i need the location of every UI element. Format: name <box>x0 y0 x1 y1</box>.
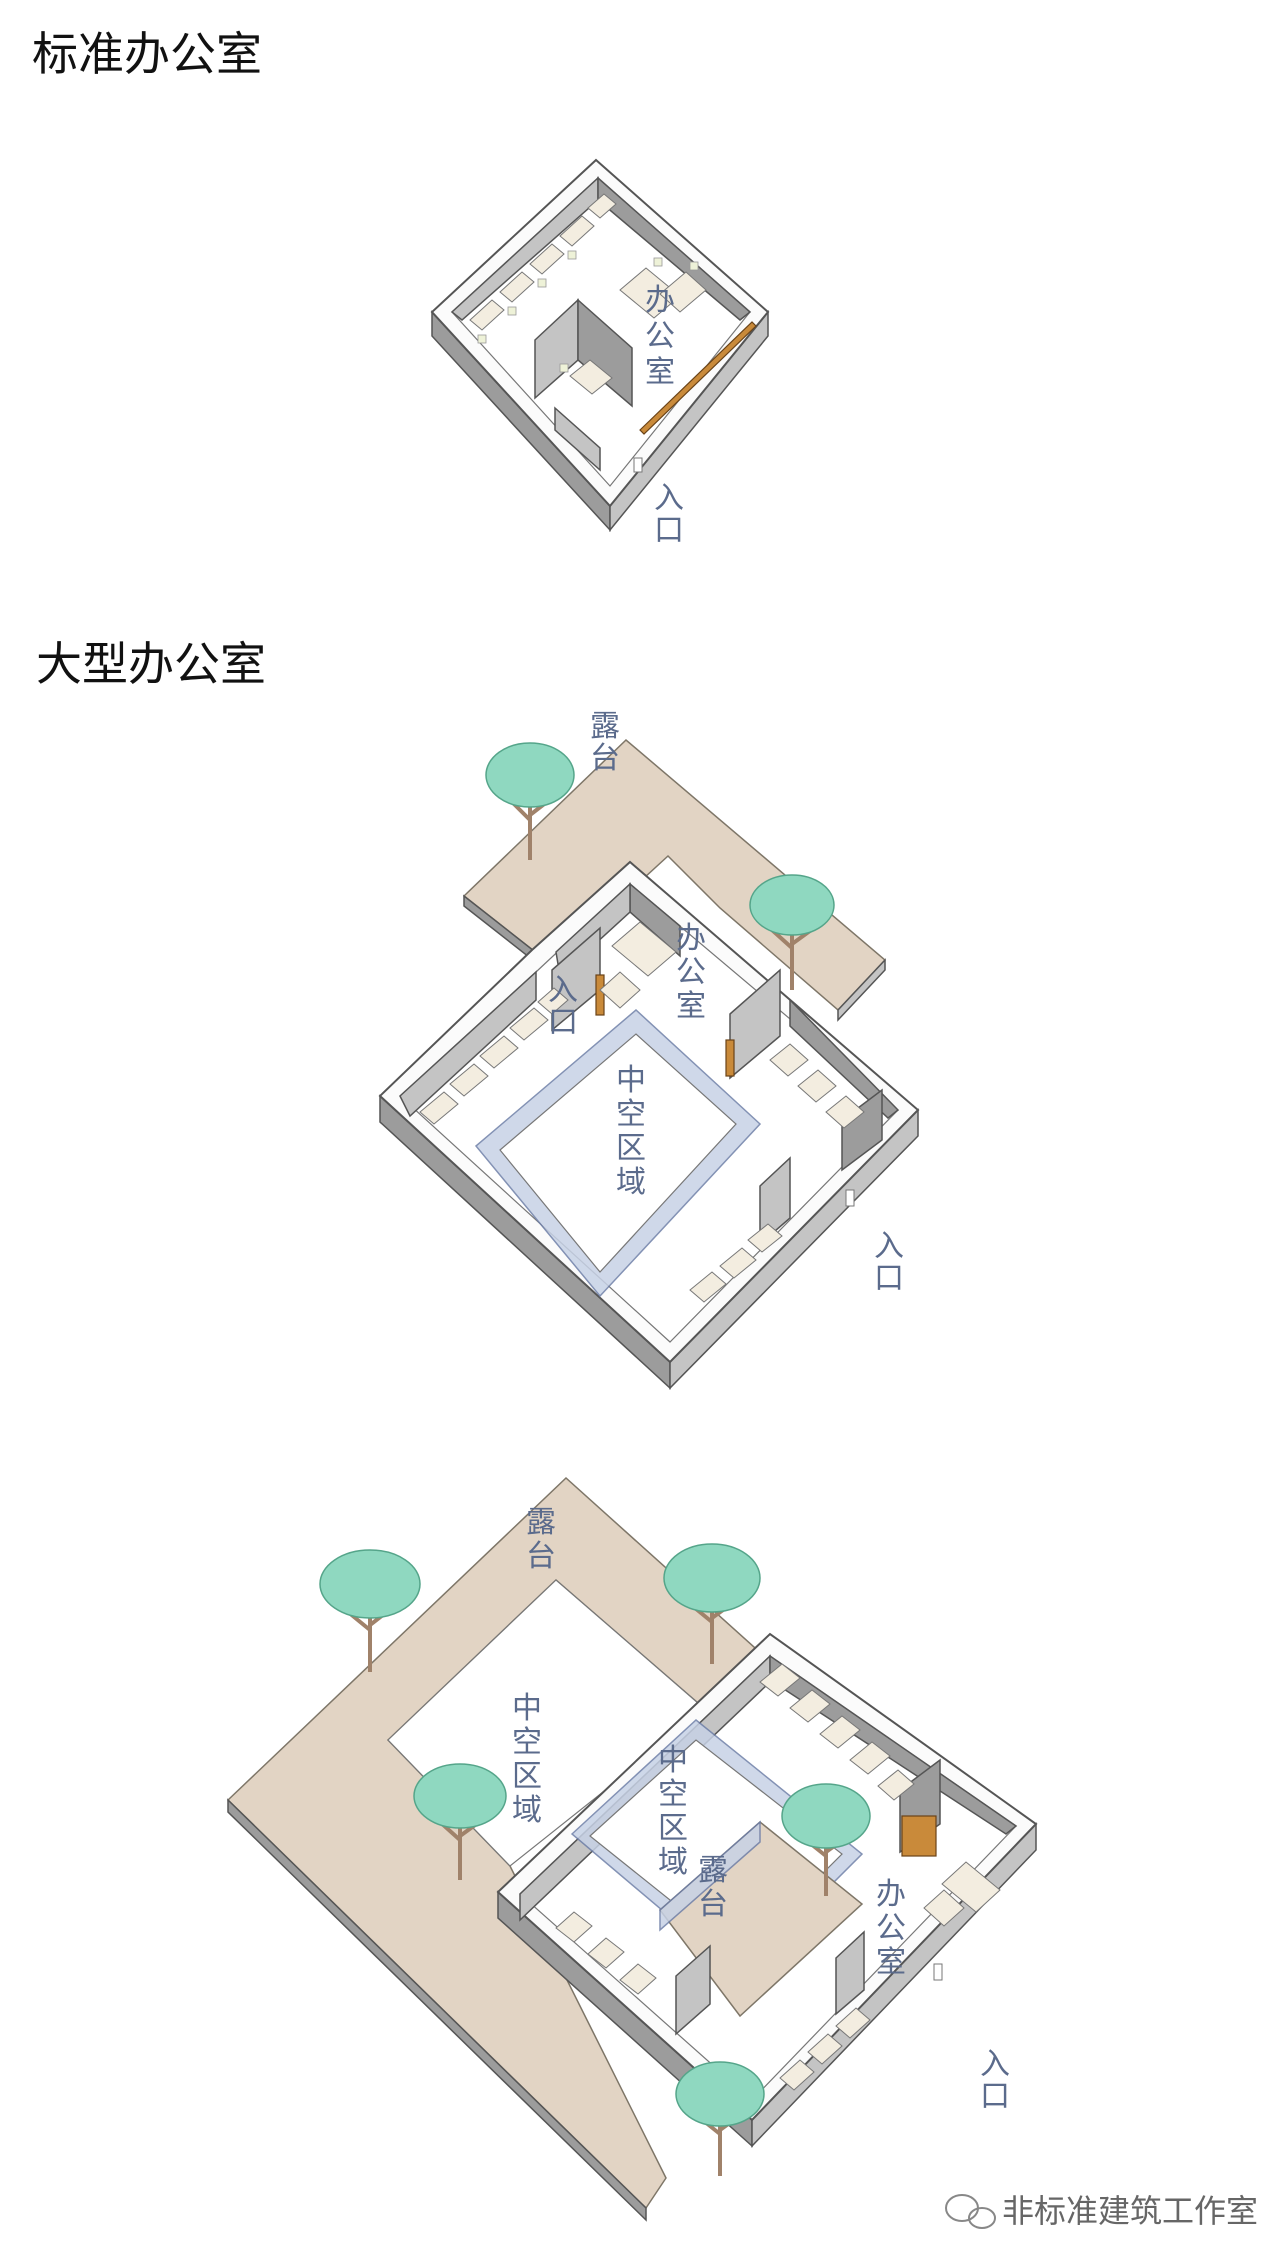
large2-terrace-inner-label-1: 露 <box>698 1853 728 1888</box>
large2-terrace-main-label-2: 台 <box>526 1539 556 1574</box>
large-entrance-inner-label-2: 口 <box>548 1005 578 1040</box>
large2-void-left-label-1: 中 <box>512 1691 542 1726</box>
large-office-label-3: 室 <box>676 989 706 1024</box>
std-entrance-label-2: 口 <box>654 513 684 548</box>
large-void-label-2: 空 <box>616 1097 646 1132</box>
large-office-label-1: 办 <box>676 921 706 956</box>
large2-terrace-inner-label-2: 台 <box>698 1887 728 1922</box>
wechat-icon <box>945 2194 996 2229</box>
std-office-label-3: 室 <box>645 355 675 390</box>
large-void-floor <box>499 1033 737 1273</box>
tree-icon <box>485 742 575 860</box>
large2-office-model <box>226 1476 1038 2222</box>
large-void-label-3: 区 <box>616 1131 646 1166</box>
std-office-label-1: 办 <box>645 283 675 318</box>
large2-door <box>933 1963 943 1981</box>
large2-partition-b <box>835 1930 865 2016</box>
large-back-wall-left <box>399 970 537 1118</box>
large2-desks-office <box>923 1861 1001 1927</box>
large-office-label-2: 公 <box>676 955 706 990</box>
large-entrance-label-2: 口 <box>874 1261 904 1296</box>
std-shelf <box>639 321 757 435</box>
large2-void-left-label-3: 区 <box>512 1759 542 1794</box>
large2-void-left-label-4: 域 <box>512 1793 542 1828</box>
large-desks-left <box>419 987 569 1125</box>
std-partition-b <box>577 298 633 408</box>
large-entrance-inner-label-1: 入 <box>548 973 578 1008</box>
std-desks-office <box>559 257 707 395</box>
large2-office-label-1: 办 <box>876 1877 906 1912</box>
large-partition-c <box>759 1156 791 1246</box>
standard-office-title: 标准办公室 <box>32 27 262 81</box>
std-partition-c <box>554 406 601 472</box>
large-door <box>845 1189 855 1207</box>
std-door <box>633 457 643 473</box>
std-office-label-2: 公 <box>645 319 675 354</box>
large-shelf-2 <box>725 1039 735 1077</box>
large-shelf-1 <box>595 974 605 1016</box>
large2-office-label-3: 室 <box>876 1945 906 1980</box>
large2-void-center-label-1: 中 <box>658 1743 688 1778</box>
large-office-title: 大型办公室 <box>36 637 266 691</box>
large2-office-label-2: 公 <box>876 1911 906 1946</box>
tree-icon <box>781 1783 871 1896</box>
large2-desks-top <box>759 1663 915 1801</box>
large-entrance-label-1: 入 <box>874 1229 904 1264</box>
std-entrance-label-1: 入 <box>654 481 684 516</box>
large2-terrace-inner-glass <box>659 1820 761 1932</box>
large-terrace-label-1: 露 <box>590 709 620 744</box>
std-desks-row <box>469 193 617 344</box>
large-desks-right <box>769 1043 865 1129</box>
large2-shelf <box>901 1815 937 1857</box>
large-office-model <box>378 738 920 1390</box>
large2-partition-a <box>675 1944 711 2036</box>
large2-entrance-label-1: 入 <box>980 2047 1010 2082</box>
std-back-wall-right <box>597 176 752 321</box>
large2-void-center-label-2: 空 <box>658 1777 688 1812</box>
large2-terrace-main-label-1: 露 <box>526 1505 556 1540</box>
tree-icon <box>675 2061 765 2176</box>
tree-icon <box>749 874 835 990</box>
watermark-text: 非标准建筑工作室 <box>1002 2192 1258 2230</box>
tree-icon <box>663 1543 761 1664</box>
large-desks-office <box>599 921 677 1009</box>
tree-icon <box>413 1763 507 1880</box>
large-terrace-label-2: 台 <box>590 741 620 776</box>
large2-terrace-edge <box>227 1798 647 2222</box>
large-void-label-1: 中 <box>616 1063 646 1098</box>
standard-office-model <box>430 158 770 533</box>
large2-void-left-label-2: 空 <box>512 1725 542 1760</box>
large-desks-bottom <box>689 1223 783 1303</box>
large2-void-center-label-4: 域 <box>658 1845 688 1880</box>
tree-icon <box>319 1549 421 1672</box>
large2-entrance-label-2: 口 <box>980 2079 1010 2114</box>
large-partition-d <box>841 1088 883 1172</box>
large-terrace-edge-2 <box>837 958 886 1022</box>
large-back-wall-right <box>789 998 900 1119</box>
large-void-label-4: 域 <box>616 1165 646 1200</box>
large2-desks-left <box>555 1911 657 1995</box>
large2-desks-bottom <box>779 2007 871 2091</box>
large2-void-center-label-3: 区 <box>658 1811 688 1846</box>
